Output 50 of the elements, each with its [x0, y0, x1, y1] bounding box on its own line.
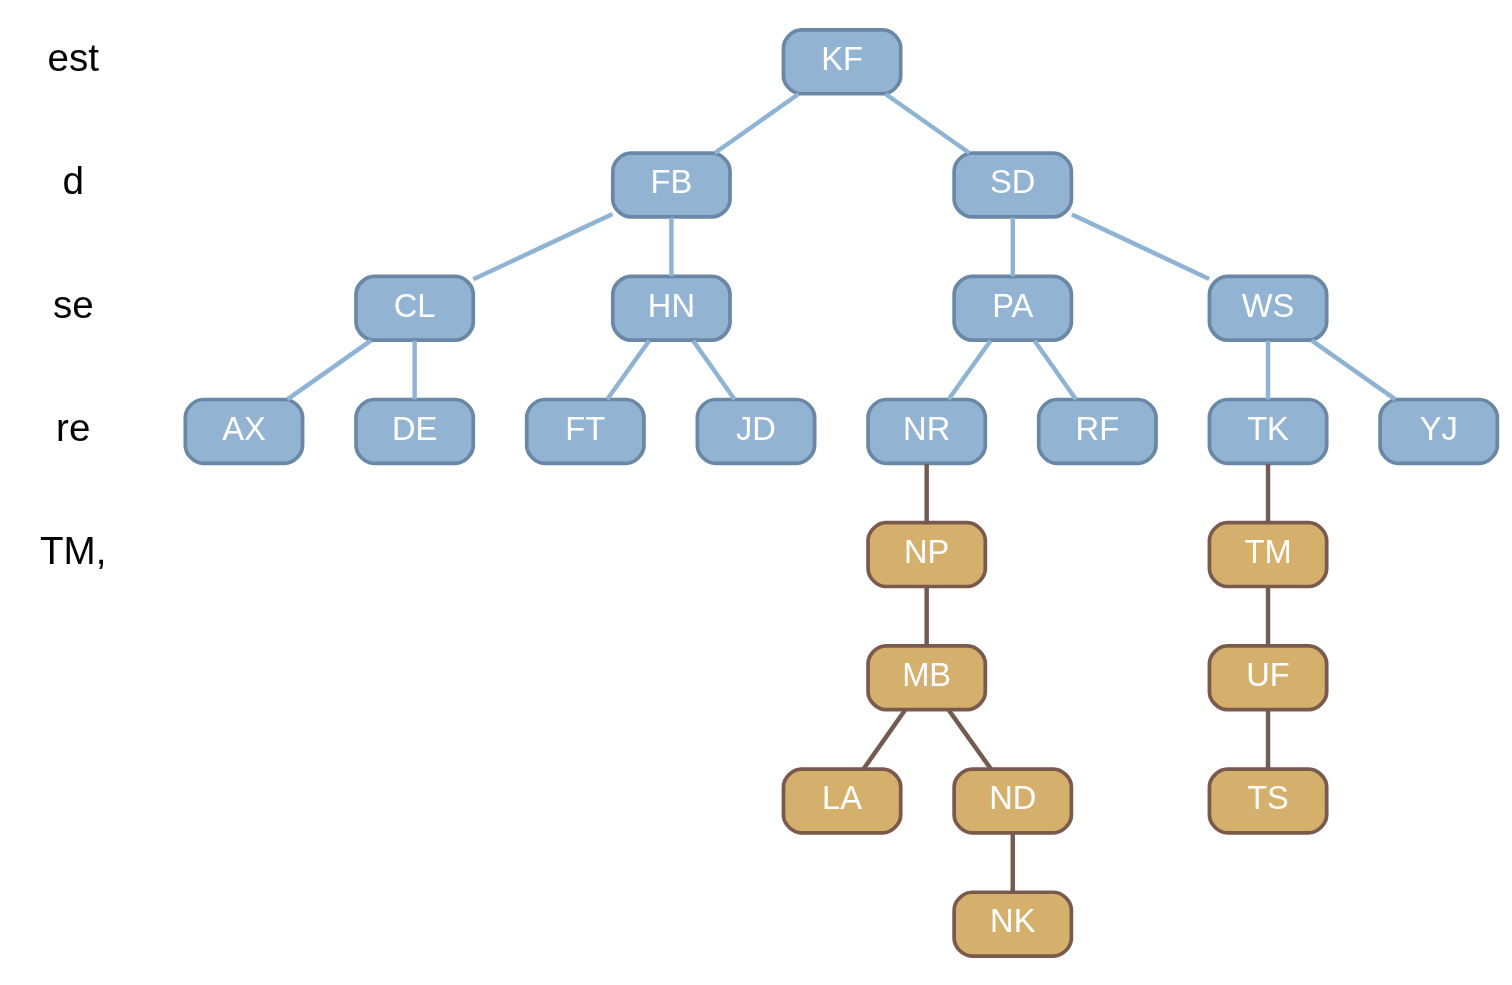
- connector: [713, 91, 800, 155]
- connector: [924, 586, 929, 646]
- node-box: NP: [866, 520, 988, 588]
- label: est: [47, 35, 100, 79]
- connector: [884, 91, 971, 155]
- node-box: TK: [1207, 397, 1329, 465]
- connector: [1071, 211, 1211, 281]
- connector: [1032, 338, 1078, 401]
- connector: [286, 338, 373, 401]
- node-box: RF: [1036, 397, 1158, 465]
- connector: [861, 708, 907, 770]
- node-box: DE: [354, 397, 476, 465]
- node-box: TS: [1207, 766, 1329, 835]
- connector: [1265, 709, 1271, 769]
- node-box: SD: [952, 150, 1074, 219]
- connector: [947, 708, 993, 770]
- connector: [1010, 832, 1015, 892]
- connector: [669, 217, 674, 276]
- node-box: PA: [952, 273, 1074, 342]
- label: se: [52, 282, 94, 326]
- label: d: [62, 158, 85, 202]
- label: TM,: [40, 528, 107, 572]
- connector: [1010, 217, 1015, 276]
- node-box: FT: [524, 397, 646, 465]
- node-box: JD: [695, 397, 817, 465]
- node-box: WS: [1207, 273, 1329, 342]
- node-box: YJ: [1378, 397, 1500, 465]
- node-box: CL: [354, 273, 476, 342]
- node-box: TM: [1207, 520, 1329, 588]
- node-box: HN: [610, 273, 732, 342]
- connector: [691, 338, 737, 401]
- connector: [924, 463, 929, 523]
- connector: [946, 338, 993, 401]
- connector: [1265, 586, 1271, 646]
- connector: [605, 338, 652, 401]
- label: re: [56, 405, 91, 449]
- node-box: AX: [183, 397, 305, 465]
- node-box: UF: [1207, 643, 1329, 712]
- connector: [412, 340, 417, 399]
- node-box: KF: [781, 27, 903, 96]
- node-box: NR: [866, 397, 988, 465]
- connector: [1265, 463, 1271, 523]
- connector: [472, 211, 614, 281]
- node-box: ND: [952, 766, 1074, 835]
- node-box: LA: [781, 766, 903, 835]
- node-box: MB: [866, 643, 988, 712]
- node-box: NK: [952, 889, 1074, 958]
- connector: [1265, 340, 1271, 399]
- connector: [1310, 338, 1397, 401]
- node-box: FB: [610, 150, 732, 219]
